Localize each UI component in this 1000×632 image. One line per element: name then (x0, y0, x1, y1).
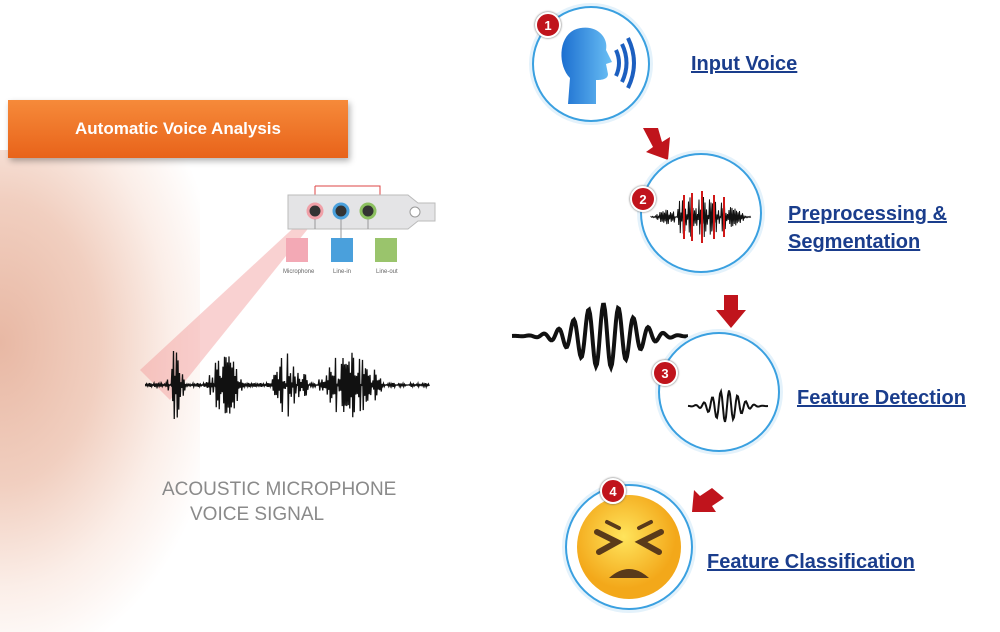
line-out-icon (375, 238, 397, 262)
port-label: Line-in (333, 269, 352, 275)
segmented-waveform-icon (650, 191, 752, 243)
banner-title: Automatic Voice Analysis (8, 100, 348, 158)
step-2-circle (640, 153, 762, 273)
step-4-circle (565, 484, 693, 610)
signal-label-line1: ACOUSTIC MICROPHONE (162, 479, 397, 500)
sound-card-bracket (287, 185, 436, 238)
step-1-label[interactable]: Input Voice (691, 53, 798, 75)
sound-card: Microphone Line-in Line-out (283, 183, 438, 283)
speaking-head-icon (561, 27, 636, 104)
microphone-icon (286, 238, 308, 262)
step-2-label-line2[interactable]: Segmentation (788, 231, 921, 253)
step-number-badge: 2 (630, 186, 656, 212)
arrow-icon (643, 128, 670, 160)
arrow-icon (692, 488, 724, 512)
step-3-circle (658, 332, 780, 452)
port-label: Line-out (376, 269, 398, 275)
persevering-face-emoji-icon (577, 495, 681, 599)
feature-wave-large (511, 302, 689, 373)
face-profile-image (0, 150, 200, 632)
step-2-label[interactable]: Preprocessing & (788, 203, 947, 225)
line-in-icon (331, 238, 353, 262)
microphone-beam (140, 208, 315, 400)
voice-waveform (145, 350, 430, 420)
step-number-badge: 4 (600, 478, 626, 504)
step-number-badge: 1 (535, 12, 561, 38)
feature-wave-icon (687, 387, 769, 423)
step-3-label[interactable]: Feature Detection (797, 387, 966, 409)
step-4-label[interactable]: Feature Classification (707, 551, 915, 573)
signal-label-line2: VOICE SIGNAL (190, 504, 325, 525)
port-label: Microphone (283, 269, 315, 275)
arrow-icon (716, 295, 746, 328)
step-number-badge: 3 (652, 360, 678, 386)
